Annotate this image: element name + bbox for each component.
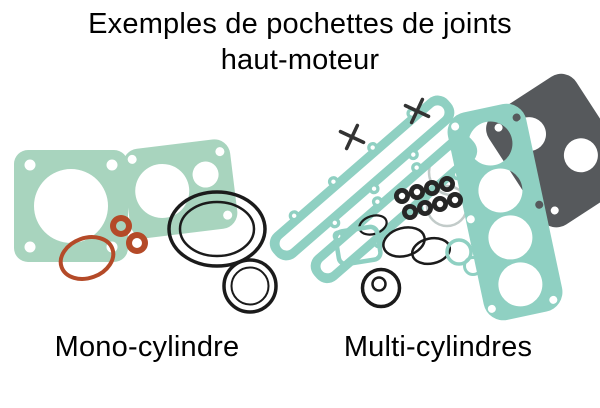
teal-o-rings xyxy=(445,238,483,276)
x-shaped-gaskets xyxy=(338,97,431,151)
title-line-1: Exemples de pochettes de joints xyxy=(88,8,512,40)
multi-cylinder-gaskets xyxy=(269,73,600,321)
black-o-rings-left xyxy=(167,190,278,314)
gasket-strip xyxy=(269,95,455,261)
cylinder-base-gasket xyxy=(14,150,128,262)
exhaust-seal-rings xyxy=(58,215,148,281)
small-cover-gasket xyxy=(333,224,383,267)
caption-multi-cylindres: Multi-cylindres xyxy=(343,331,533,363)
mono-cylinder-gaskets xyxy=(14,139,278,314)
four-cylinder-head-gasket xyxy=(447,103,563,321)
cylinder-head-gasket xyxy=(122,139,238,239)
caption-mono-cylindre: Mono-cylindre xyxy=(54,331,240,363)
rust-o-ring xyxy=(58,235,116,281)
oil-seal-ring xyxy=(360,267,402,309)
title-line-2: haut-moteur xyxy=(220,44,380,76)
valve-cover-gasket-strips xyxy=(269,95,478,284)
valve-stem-seals xyxy=(393,175,463,220)
page-title: Exemples de pochettes de joints haut-mot… xyxy=(0,6,600,78)
